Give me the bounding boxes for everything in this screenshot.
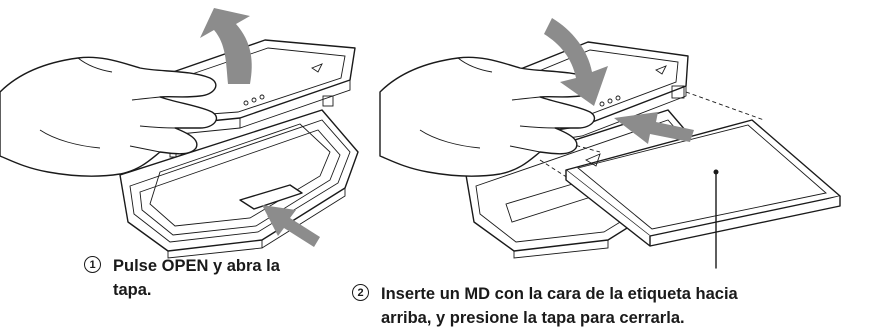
step-2-text: Inserte un MD con la cara de la etiqueta… xyxy=(381,285,738,327)
right-player-illustration xyxy=(379,18,841,269)
step-1-number-badge: 1 xyxy=(84,256,101,273)
step-2-number-badge: 2 xyxy=(352,284,369,301)
step-2-instruction: 2 Inserte un MD con la cara de la etique… xyxy=(352,282,852,330)
step-1-text: Pulse OPEN y abra la tapa. xyxy=(113,257,280,299)
left-player-illustration xyxy=(0,8,359,259)
step-1-instruction: 1 Pulse OPEN y abra la tapa. xyxy=(84,254,334,302)
